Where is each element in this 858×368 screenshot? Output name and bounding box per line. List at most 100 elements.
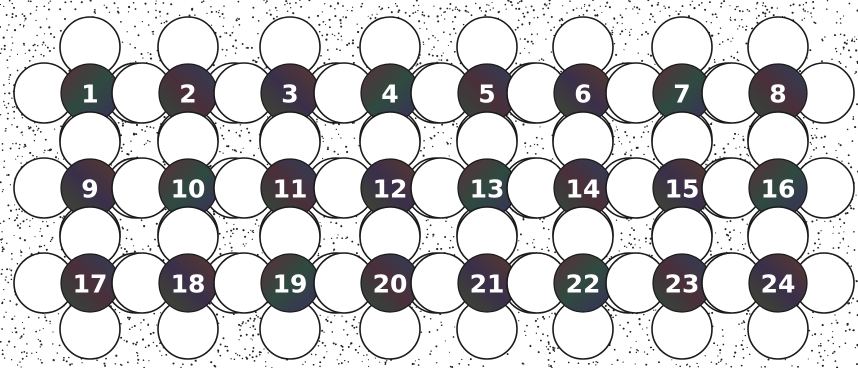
stipple-dot: [637, 350, 638, 351]
stipple-dot: [831, 59, 833, 61]
stipple-dot: [465, 5, 467, 7]
stipple-dot: [711, 362, 712, 363]
stipple-dot: [223, 26, 224, 27]
stipple-dot: [22, 135, 23, 136]
stipple-dot: [529, 24, 530, 25]
stipple-dot: [226, 231, 228, 233]
stipple-dot: [418, 5, 419, 6]
stipple-dot: [548, 250, 550, 252]
stipple-dot: [333, 248, 335, 250]
stipple-dot: [647, 33, 649, 35]
stipple-dot: [220, 344, 222, 346]
stipple-dot: [7, 67, 8, 68]
stipple-dot: [458, 363, 460, 365]
stipple-dot: [21, 132, 23, 134]
stipple-dot: [327, 317, 328, 318]
stipple-dot: [727, 143, 729, 145]
stipple-dot: [10, 269, 12, 271]
stipple-dot: [822, 40, 824, 42]
stipple-dot: [252, 356, 254, 358]
stipple-dot: [746, 154, 748, 156]
stipple-dot: [225, 55, 226, 56]
stipple-dot: [25, 53, 26, 54]
stipple-dot: [539, 219, 541, 221]
stipple-dot: [742, 26, 743, 27]
stipple-dot: [257, 33, 259, 35]
stipple-dot: [43, 328, 44, 329]
stipple-dot: [422, 243, 424, 245]
stipple-dot: [785, 359, 786, 360]
stipple-dot: [333, 242, 335, 244]
stipple-dot: [616, 126, 617, 127]
stipple-dot: [457, 9, 459, 11]
stipple-dot: [361, 3, 363, 5]
stipple-dot: [846, 212, 848, 214]
stipple-dot: [265, 361, 266, 362]
stipple-dot: [730, 220, 732, 222]
stipple-dot: [518, 8, 520, 10]
stipple-dot: [223, 125, 225, 127]
stipple-dot: [828, 340, 830, 342]
stipple-dot: [256, 219, 258, 221]
stipple-dot: [452, 246, 454, 248]
stipple-dot: [840, 53, 841, 54]
stipple-dot: [257, 333, 259, 335]
stipple-dot: [646, 224, 647, 225]
stipple-dot: [1, 242, 2, 243]
stipple-dot: [223, 138, 225, 140]
stipple-dot: [43, 5, 45, 7]
stipple-dot: [745, 335, 747, 337]
stipple-dot: [334, 15, 336, 17]
stipple-dot: [5, 128, 7, 130]
stipple-dot: [734, 9, 736, 11]
stipple-dot: [441, 59, 443, 61]
stipple-dot: [654, 64, 655, 65]
stipple-dot: [152, 31, 154, 33]
stipple-dot: [81, 362, 82, 363]
stipple-dot: [734, 352, 736, 354]
stipple-dot: [568, 362, 570, 364]
stipple-dot: [714, 153, 716, 155]
stipple-dot: [548, 359, 550, 361]
stipple-dot: [47, 225, 49, 227]
stipple-dot: [716, 363, 718, 365]
stipple-dot: [710, 123, 712, 125]
stipple-dot: [331, 238, 332, 239]
stipple-dot: [839, 218, 841, 220]
stipple-dot: [316, 121, 317, 122]
stipple-dot: [527, 152, 529, 154]
stipple-dot: [812, 1, 814, 3]
stipple-dot: [221, 135, 223, 137]
stipple-dot: [128, 319, 130, 321]
stipple-dot: [547, 22, 549, 24]
stipple-dot: [258, 57, 260, 59]
stipple-dot: [17, 214, 19, 216]
stipple-dot: [153, 313, 155, 315]
stipple-dot: [542, 316, 544, 318]
stipple-dot: [843, 231, 844, 232]
stipple-dot: [432, 35, 434, 37]
stipple-dot: [266, 12, 268, 14]
stipple-dot: [231, 247, 233, 249]
stipple-dot: [668, 6, 670, 8]
stipple-dot: [398, 9, 400, 11]
stipple-dot: [336, 129, 337, 130]
stipple-dot: [336, 237, 338, 239]
stipple-dot: [329, 19, 331, 21]
stipple-dot: [233, 26, 234, 27]
stipple-dot: [649, 320, 651, 322]
stipple-dot: [507, 353, 509, 355]
stipple-dot: [357, 24, 358, 25]
stipple-dot: [267, 164, 268, 165]
stipple-dot: [852, 118, 854, 120]
stipple-dot: [826, 152, 828, 154]
stipple-dot: [236, 19, 238, 21]
stipple-dot: [820, 343, 821, 344]
stipple-dot: [345, 146, 347, 148]
stipple-dot: [152, 332, 154, 334]
stipple-dot: [818, 232, 820, 234]
stipple-dot: [515, 120, 517, 122]
stipple-dot: [718, 33, 720, 35]
stipple-dot: [423, 140, 425, 142]
stipple-dot: [1, 328, 3, 330]
